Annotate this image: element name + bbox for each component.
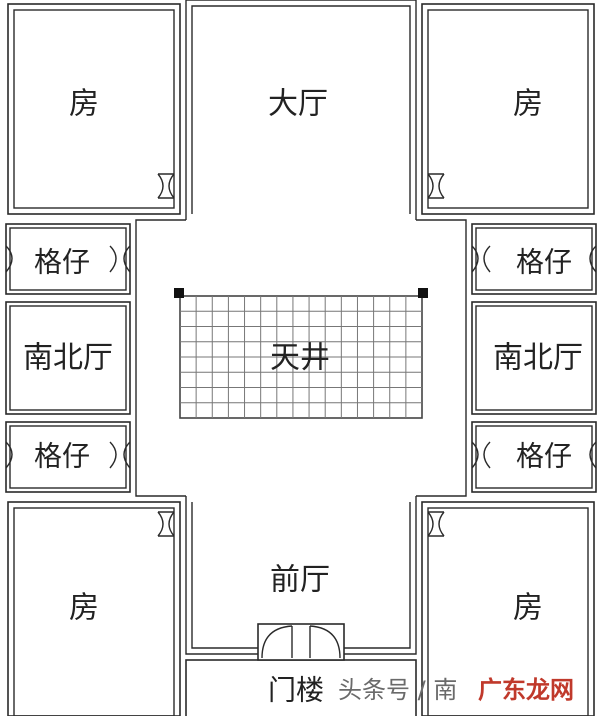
room-top-left [7,3,181,215]
room-top-right [421,3,595,215]
label-left-side-lower: 格仔 [34,440,90,473]
door-top-right [427,173,445,199]
door-right-side-upper [471,245,597,273]
label-top-right-room: 房 [513,87,543,122]
room-right-side-upper [471,223,597,295]
label-right-side-upper: 格仔 [516,246,572,279]
label-left-hall: 南北厅 [23,341,113,376]
label-gatehouse: 门楼 [268,674,324,707]
label-right-hall: 南北厅 [493,341,583,376]
courtyard-grid [179,295,423,419]
room-right-hall [471,301,597,415]
label-courtyard: 天井 [270,341,330,376]
door-top-left [157,173,175,199]
courtyard-post-right [418,288,428,298]
door-bottom-left [157,511,175,537]
label-bottom-left-room: 房 [69,591,99,626]
door-right-side-lower [471,441,597,469]
courtyard-post-left [174,288,184,298]
room-gatehouse [185,659,417,716]
watermark-source: 头条号 / 南 [338,676,457,704]
door-bottom-right [427,511,445,537]
label-main-hall: 大厅 [268,87,328,122]
door-main-gate [257,623,345,661]
label-front-hall: 前厅 [270,563,330,598]
room-left-side-lower [5,421,131,493]
label-left-side-upper: 格仔 [34,246,90,279]
room-left-hall [5,301,131,415]
door-left-side-lower [5,441,131,469]
label-right-side-lower: 格仔 [516,440,572,473]
room-bottom-left [7,501,181,716]
watermark-site: 广东龙网 [478,676,574,704]
room-bottom-right [421,501,595,716]
courtyard-area [135,219,467,497]
door-left-side-upper [5,245,131,273]
room-main-hall [185,0,417,220]
room-right-side-lower [471,421,597,493]
label-top-left-room: 房 [69,87,99,122]
label-bottom-right-room: 房 [513,591,543,626]
room-left-side-upper [5,223,131,295]
